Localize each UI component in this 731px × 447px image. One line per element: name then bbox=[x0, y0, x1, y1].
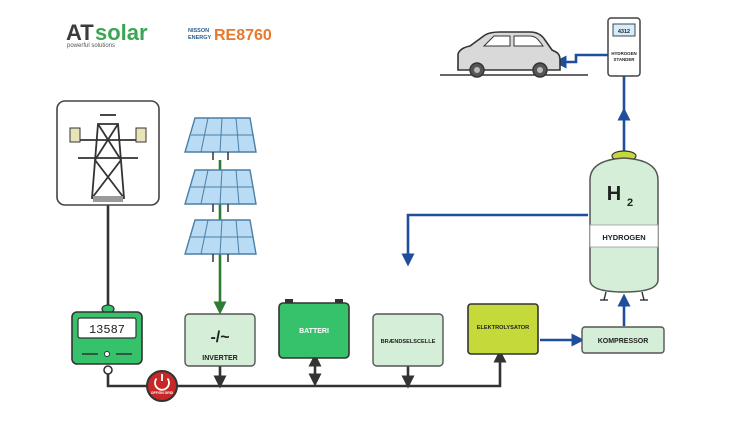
inverter-label: INVERTER bbox=[202, 355, 237, 362]
solar-panel bbox=[184, 117, 257, 160]
power-pylon bbox=[56, 100, 160, 206]
tank-label: HYDROGEN bbox=[602, 233, 645, 242]
inverter-symbol: -/~ bbox=[210, 329, 229, 346]
nissson-logo-product: RE8760 bbox=[214, 27, 272, 44]
meter-reading: 13587 bbox=[89, 323, 125, 337]
hydrogen-station: 4312 HYDROGEN STANDER bbox=[607, 17, 641, 77]
tank-formula: H bbox=[607, 183, 621, 205]
hydrogen-lines bbox=[401, 53, 631, 347]
fuel-cell-label: BRÆNDSELSCELLE bbox=[381, 339, 436, 345]
electrolyzer-label: ELEKTROLYSATOR bbox=[477, 325, 529, 331]
station-line2: STANDER bbox=[614, 57, 636, 62]
nissson-logo-line1: NISSON bbox=[188, 28, 209, 34]
solar-panel bbox=[184, 219, 257, 262]
grid-toggle-label: OFF/ON GRID bbox=[151, 391, 174, 395]
solar-panel-stack bbox=[184, 117, 257, 262]
battery-label: BATTERI bbox=[299, 328, 329, 335]
meter-connector bbox=[103, 365, 113, 375]
power-icon bbox=[154, 377, 170, 391]
nissson-logo-line2: ENERGY bbox=[188, 35, 212, 41]
battery-box: BATTERI bbox=[278, 299, 350, 359]
solar-panel bbox=[184, 169, 257, 212]
inverter-box: -/~ INVERTER bbox=[184, 313, 256, 367]
atsolar-logo-tagline: powerful solutions bbox=[67, 43, 115, 49]
station-line1: HYDROGEN bbox=[611, 51, 636, 56]
power-lines bbox=[106, 205, 507, 389]
grid-toggle-button[interactable]: OFF/ON GRID bbox=[146, 370, 178, 402]
compressor-label: KOMPRESSOR bbox=[598, 338, 649, 345]
tank-formula-subscript: 2 bbox=[627, 197, 633, 209]
atsolar-logo-word: solar bbox=[95, 20, 148, 45]
atsolar-logo-prefix: AT bbox=[66, 20, 94, 45]
car bbox=[440, 31, 588, 78]
compressor-box: KOMPRESSOR bbox=[581, 326, 665, 354]
atsolar-logo: AT solar powerful solutions bbox=[66, 20, 148, 49]
nissson-logo: NISSON ENERGY RE8760 bbox=[188, 27, 272, 44]
grid-meter: 13587 bbox=[71, 304, 143, 365]
hydrogen-tank: H 2 HYDROGEN bbox=[589, 150, 659, 301]
electrolyzer-box: ELEKTROLYSATOR bbox=[467, 303, 539, 355]
station-display: 4312 bbox=[618, 29, 630, 35]
fuel-cell-box: BRÆNDSELSCELLE bbox=[372, 313, 444, 367]
